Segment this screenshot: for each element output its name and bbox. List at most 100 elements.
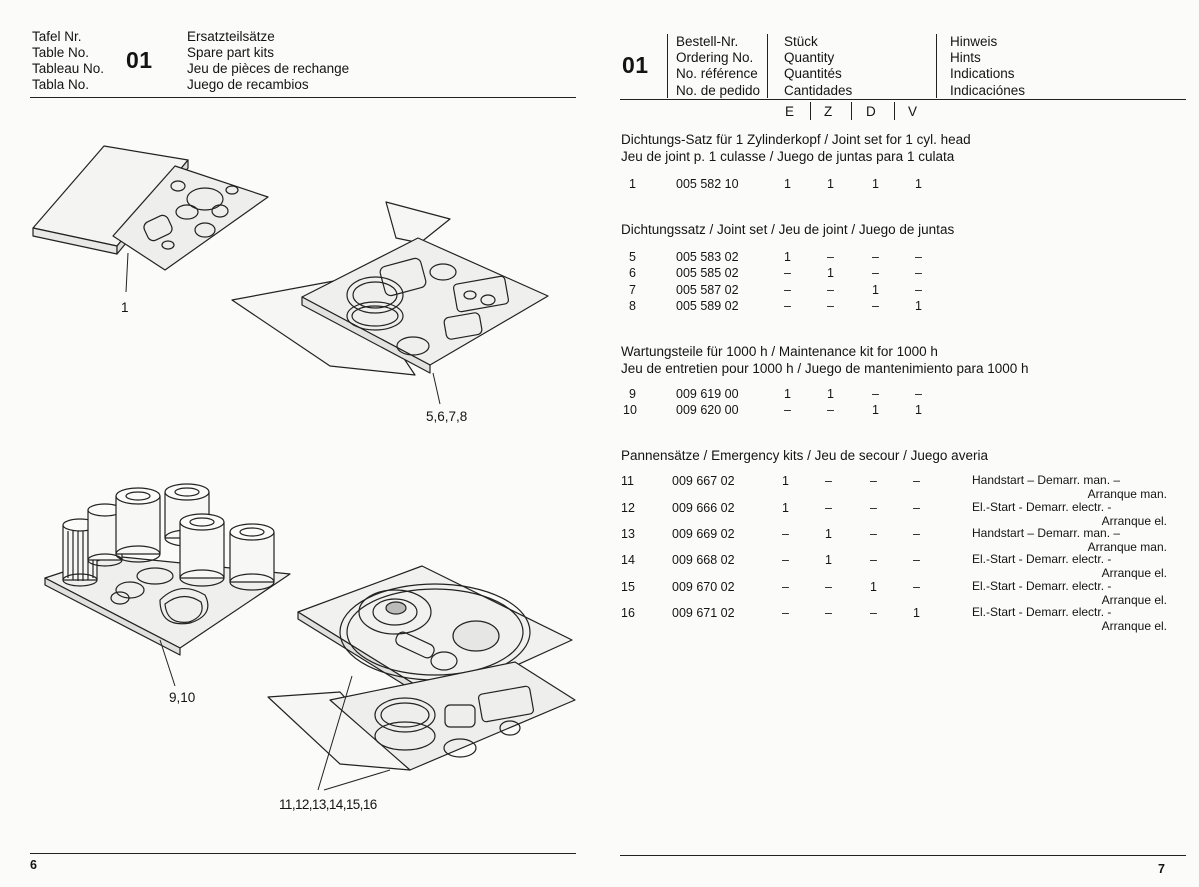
qty-v: –	[913, 553, 920, 567]
qty-v: –	[915, 387, 922, 401]
part-number: 009 668 02	[672, 553, 735, 567]
qty-d: 1	[870, 580, 877, 594]
qty-z: –	[825, 606, 832, 620]
pos-number: 10	[623, 403, 637, 417]
part-number: 005 582 10	[676, 177, 739, 191]
qty-label-fr: Quantités	[784, 66, 842, 81]
section-title-line: Jeu de joint p. 1 culasse / Juego de jun…	[621, 149, 955, 164]
qty-d: –	[872, 387, 879, 401]
pos-number: 11	[621, 474, 634, 488]
pos-number: 6	[629, 266, 636, 280]
pos-number: 5	[629, 250, 636, 264]
part-number: 005 583 02	[676, 250, 739, 264]
part-number: 009 671 02	[672, 606, 735, 620]
part-number: 009 620 00	[676, 403, 739, 417]
qty-e: 1	[784, 177, 791, 191]
qty-label-de: Stück	[784, 34, 818, 49]
order-label-de: Bestell-Nr.	[676, 34, 739, 49]
qty-d: –	[870, 606, 877, 620]
qty-d: –	[870, 501, 877, 515]
qty-z: –	[825, 501, 832, 515]
table-label-es: Tabla No.	[32, 77, 90, 92]
qty-z: –	[827, 403, 834, 417]
qty-d: –	[872, 299, 879, 313]
pos-number: 12	[621, 501, 635, 515]
part-number: 009 669 02	[672, 527, 735, 541]
hint-text-continued: Arranque man.	[1087, 487, 1167, 501]
variant-divider-2	[851, 102, 852, 120]
footer-rule-left	[30, 853, 576, 854]
part-number: 009 619 00	[676, 387, 739, 401]
section-title-line: Jeu de entretien pour 1000 h / Juego de …	[621, 361, 1029, 376]
qty-e: –	[784, 299, 791, 313]
qty-v: –	[915, 283, 922, 297]
part-number: 009 670 02	[672, 580, 735, 594]
hints-label-en: Hints	[950, 50, 981, 65]
hint-text: El.-Start - Demarr. electr. -	[972, 579, 1112, 593]
qty-e: 1	[782, 501, 789, 515]
qty-z: 1	[825, 553, 832, 567]
hint-text-continued: Arranque el.	[1101, 593, 1167, 607]
qty-z: –	[827, 299, 834, 313]
title-de: Ersatzteilsätze	[187, 29, 275, 44]
qty-e: –	[782, 553, 789, 567]
variant-divider-3	[894, 102, 895, 120]
pos-number: 9	[629, 387, 636, 401]
title-es: Juego de recambios	[187, 77, 309, 92]
pos-number: 14	[621, 553, 635, 567]
qty-v: –	[915, 250, 922, 264]
header-divider-3	[936, 34, 937, 98]
qty-z: 1	[827, 387, 834, 401]
header-rule-right	[620, 99, 1186, 100]
table-label-de: Tafel Nr.	[32, 29, 82, 44]
pos-number: 7	[629, 283, 636, 297]
pos-number: 15	[621, 580, 635, 594]
footer-rule-right	[620, 855, 1186, 856]
qty-v: 1	[915, 177, 922, 191]
qty-d: –	[870, 527, 877, 541]
table-label-fr: Tableau No.	[32, 61, 105, 76]
gasket-box-small-illustration	[32, 145, 269, 293]
order-label-fr: No. référence	[676, 66, 758, 81]
qty-v: –	[913, 501, 920, 515]
variant-v: V	[908, 104, 918, 119]
variant-divider-1	[810, 102, 811, 120]
table-number: 01	[126, 47, 153, 73]
qty-v: –	[913, 474, 920, 488]
figure-label-11-16: 11,12,13,14,15,16	[279, 797, 377, 812]
qty-label-en: Quantity	[784, 50, 835, 65]
hint-text-continued: Arranque man.	[1087, 540, 1167, 554]
pos-number: 13	[621, 527, 635, 541]
qty-e: 1	[782, 474, 789, 488]
qty-e: –	[784, 403, 791, 417]
page-number-left: 6	[30, 858, 37, 872]
qty-d: 1	[872, 283, 879, 297]
hints-label-es: Indicaciónes	[950, 83, 1026, 98]
qty-z: –	[825, 474, 832, 488]
hint-text: El.-Start - Demarr. electr. -	[972, 605, 1112, 619]
order-label-en: Ordering No.	[676, 50, 754, 65]
part-number: 009 666 02	[672, 501, 735, 515]
figure-label-9-10: 9,10	[169, 690, 196, 705]
emergency-kit-box-illustration	[267, 565, 576, 791]
qty-label-es: Cantidades	[784, 83, 853, 98]
variant-d: D	[866, 104, 876, 119]
qty-d: –	[872, 250, 879, 264]
qty-z: –	[827, 250, 834, 264]
qty-d: –	[870, 474, 877, 488]
filter-kit-tray-illustration	[44, 483, 291, 687]
hint-text: El.-Start - Demarr. electr. -	[972, 500, 1112, 514]
qty-z: 1	[827, 177, 834, 191]
qty-v: –	[913, 527, 920, 541]
hint-text-continued: Arranque el.	[1101, 566, 1167, 580]
table-label-en: Table No.	[32, 45, 90, 60]
section-title-line: Dichtungssatz / Joint set / Jeu de joint…	[621, 222, 955, 237]
qty-v: 1	[915, 299, 922, 313]
qty-v: –	[913, 580, 920, 594]
part-number: 005 589 02	[676, 299, 739, 313]
qty-v: 1	[913, 606, 920, 620]
variant-z: Z	[824, 104, 833, 119]
hint-text: El.-Start - Demarr. electr. -	[972, 552, 1112, 566]
section-title-line: Dichtungs-Satz für 1 Zylinderkopf / Join…	[621, 132, 971, 147]
header-rule-left	[30, 97, 576, 98]
